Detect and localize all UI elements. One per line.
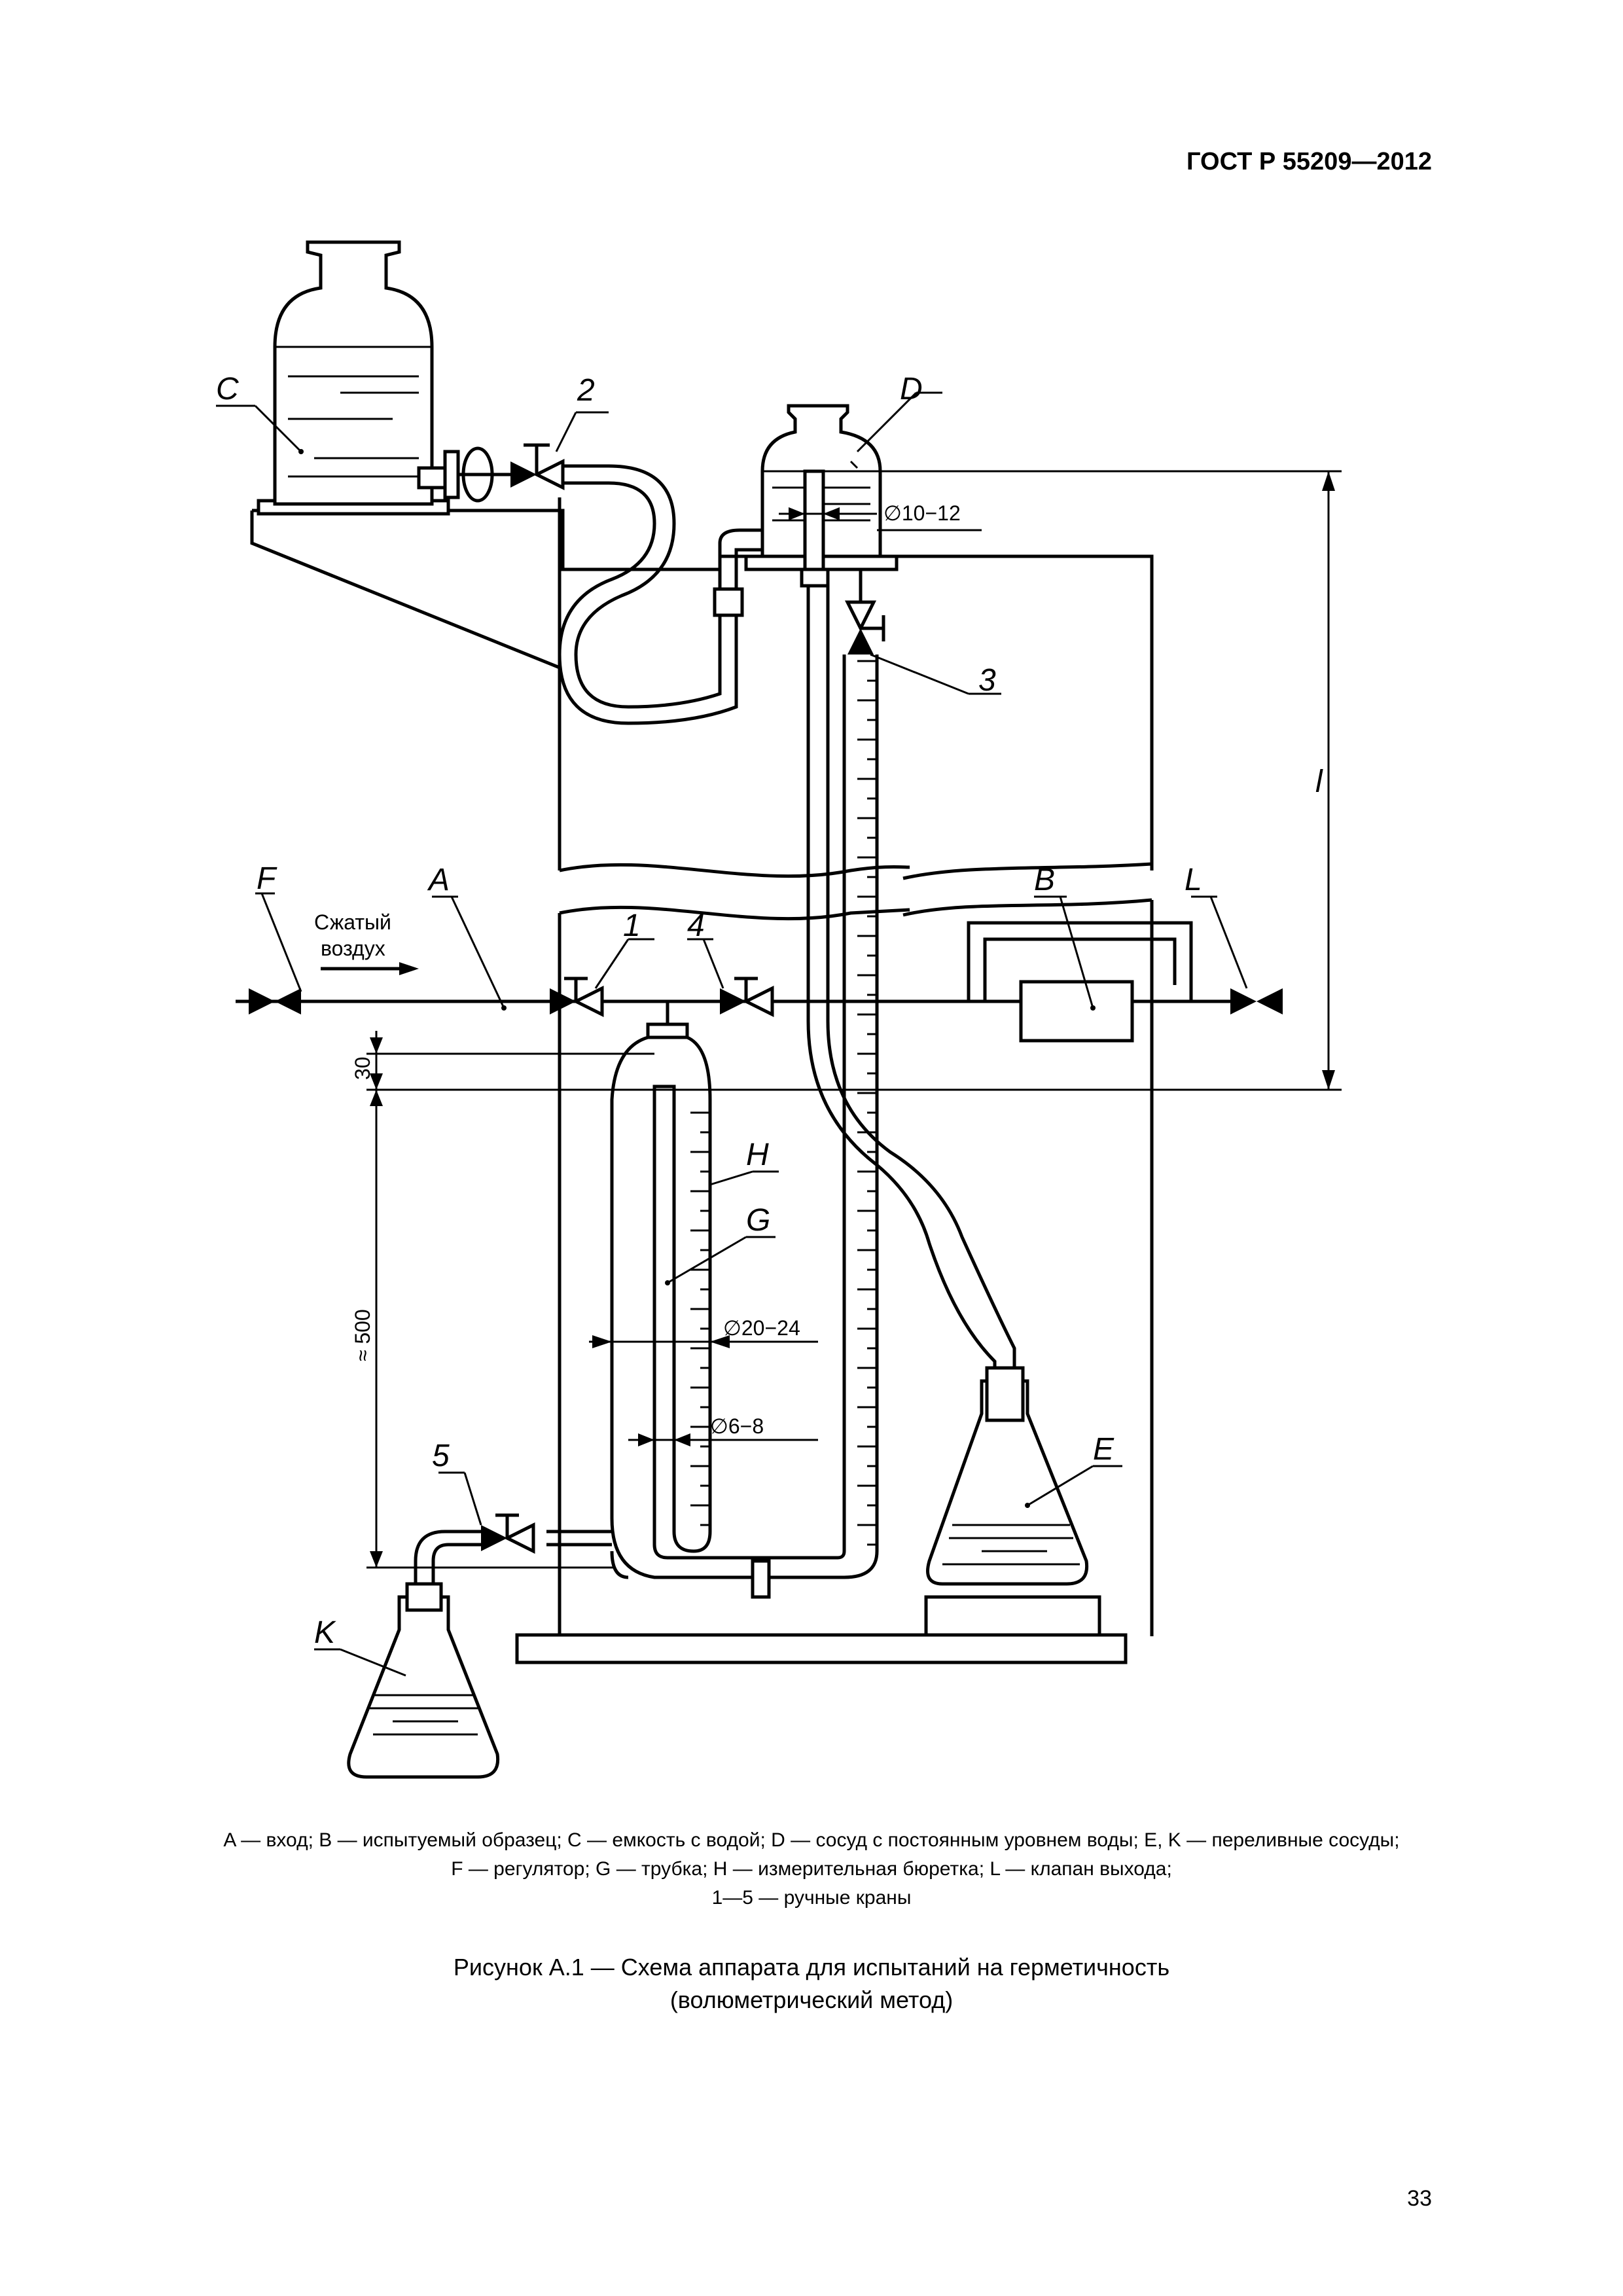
constant-level-vessel-d <box>744 391 1342 571</box>
figure-caption-1: Рисунок А.1 — Схема аппарата для испытан… <box>453 1954 1170 1981</box>
label-2: 2 <box>577 373 595 408</box>
scale-ticks-right <box>857 660 877 1546</box>
label-l-dim: l <box>1315 764 1323 799</box>
label-h: H <box>746 1138 769 1172</box>
tube-g <box>546 1035 879 1599</box>
dim-20-24: ∅20−24 <box>723 1316 800 1340</box>
apparatus-schematic: C 2 D 3 F A 1 4 B L H G E 5 K l Сжатый в… <box>216 240 1342 1779</box>
document-header: ГОСТ Р 55209—2012 <box>1186 148 1432 175</box>
label-5: 5 <box>432 1439 450 1473</box>
label-f: F <box>257 861 277 896</box>
label-d: D <box>900 372 923 406</box>
overflow-flask-k <box>314 1582 500 1779</box>
air-label-2: воздух <box>321 937 385 960</box>
hose-c-to-d <box>558 464 762 725</box>
dim-6-8: ∅6−8 <box>710 1414 764 1438</box>
valve-3 <box>844 569 1001 695</box>
legend-line-3: 1—5 — ручные краны <box>711 1887 912 1909</box>
label-l: L <box>1185 863 1202 897</box>
air-label-1: Сжатый <box>314 910 391 934</box>
burette-tubes <box>800 567 1016 1551</box>
label-k: K <box>314 1615 336 1650</box>
figure-caption-2: (волюметрический метод) <box>669 1986 954 2013</box>
label-1: 1 <box>623 908 641 943</box>
label-3: 3 <box>978 663 996 698</box>
legend-line-1: A — вход; B — испытуемый образец; C — ем… <box>223 1829 1400 1851</box>
overflow-flask-e <box>926 1366 1122 1586</box>
dimension-lines <box>366 471 1342 1569</box>
label-a: A <box>427 863 450 897</box>
dim-10-12: ∅10−12 <box>883 501 961 525</box>
dim-30: 30 <box>351 1056 374 1080</box>
figure-labels: C 2 D 3 F A 1 4 B L H G E 5 K l Сжатый в… <box>216 372 1323 1650</box>
label-4: 4 <box>687 908 705 943</box>
dim-500: ≈ 500 <box>351 1309 374 1361</box>
scale-ticks-g <box>690 1111 710 1526</box>
water-container-c <box>216 240 494 506</box>
legend-line-2: F — регулятор; G — трубка; H — измерител… <box>451 1858 1172 1880</box>
label-e: E <box>1093 1432 1115 1467</box>
valve-5 <box>414 1471 535 1597</box>
label-g: G <box>746 1203 770 1238</box>
label-b: B <box>1034 863 1055 897</box>
air-line <box>236 892 1283 1043</box>
label-c: C <box>216 372 239 406</box>
valve-2 <box>458 411 609 491</box>
page-number: 33 <box>1407 2186 1432 2211</box>
